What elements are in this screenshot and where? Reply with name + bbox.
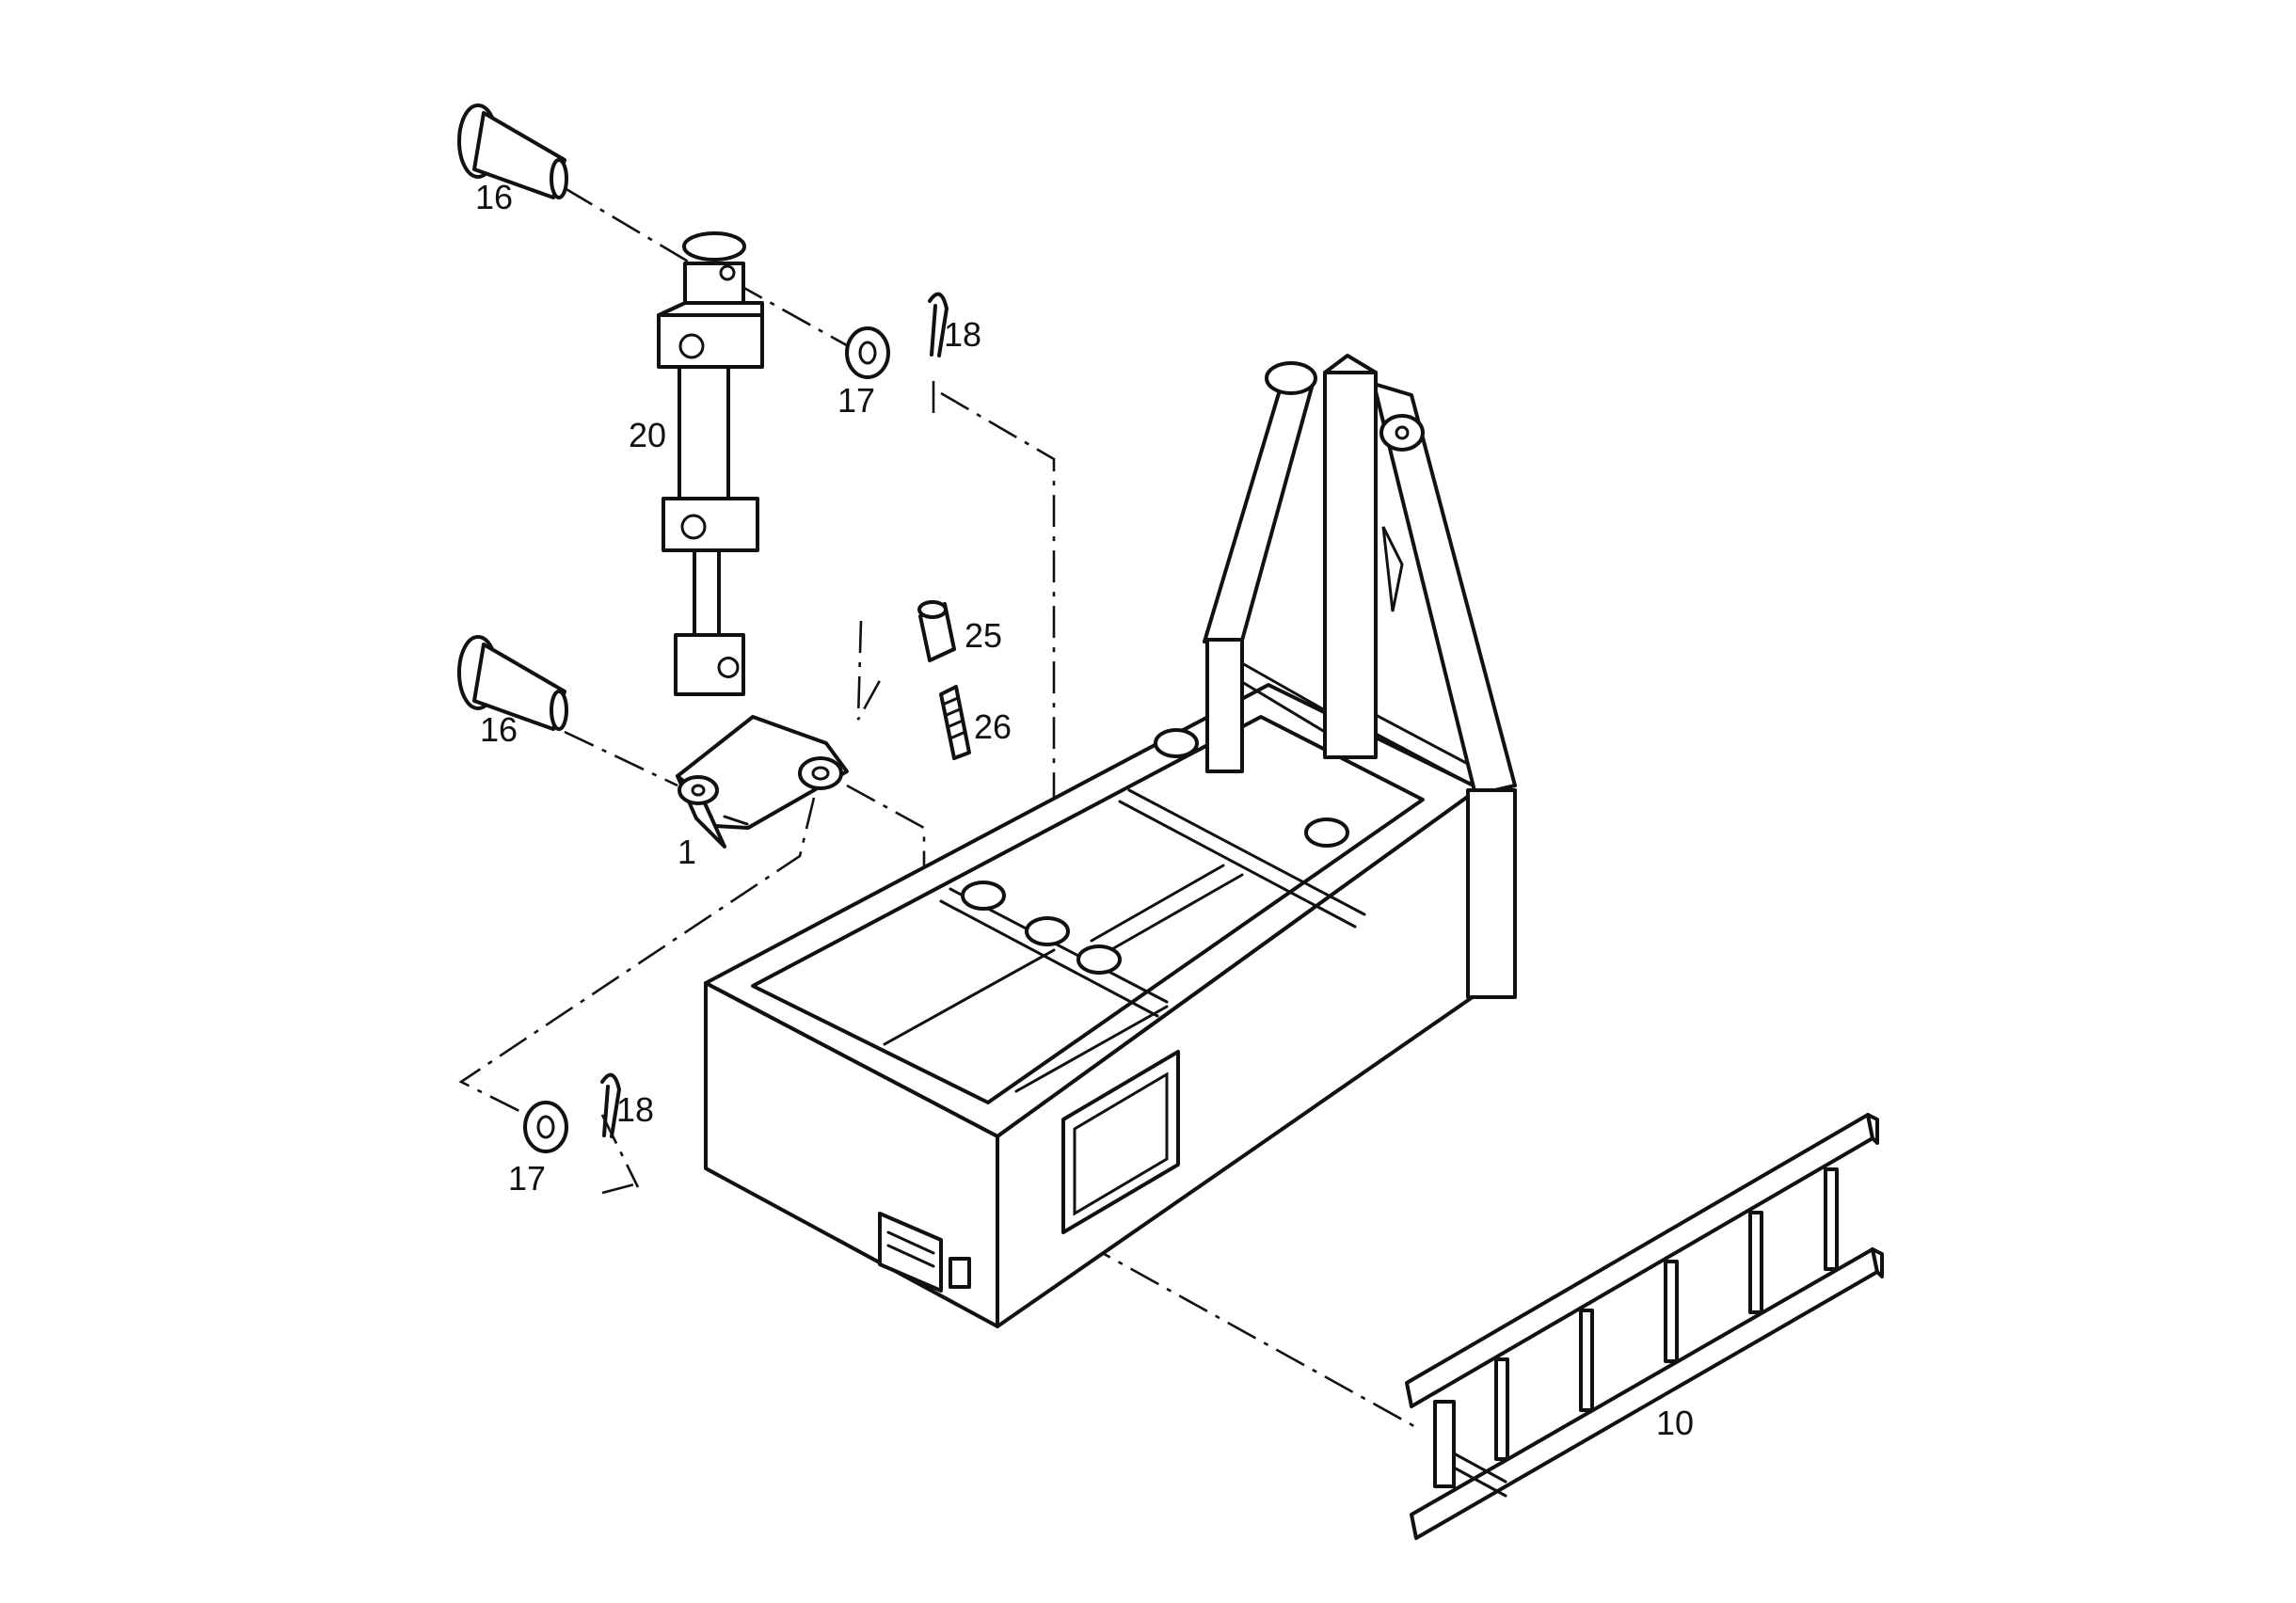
clevis-pin-lower: [457, 635, 568, 731]
mast-assembly: [1203, 354, 1517, 999]
callout-20: 20: [629, 416, 666, 454]
ladder-rail-bottom: [1410, 1247, 1879, 1540]
callout-26: 26: [974, 707, 1012, 746]
side-panel: [1061, 1050, 1180, 1234]
mount-pads: [961, 728, 1349, 975]
ladder: [1405, 1113, 1884, 1540]
callout-labels: 16 16 17 17 18 18 20 25 26 1 10: [475, 178, 1694, 1442]
callout-17-bottom: 17: [508, 1159, 546, 1198]
cotter-pin-bottom: [600, 1072, 621, 1138]
mast-left-leg: [1203, 373, 1315, 649]
callout-25: 25: [965, 616, 1002, 655]
hydraulic-cylinder: [657, 231, 764, 696]
spring: [939, 685, 971, 760]
clevis-bracket: [676, 715, 849, 849]
callout-17-top: 17: [837, 381, 875, 420]
mast-base-right: [1466, 788, 1517, 999]
callout-18-bottom: 18: [616, 1090, 654, 1129]
callout-16-top: 16: [475, 178, 513, 216]
ladder-rungs: [1494, 1167, 1839, 1461]
mast-center-post: [1323, 371, 1378, 759]
callout-18-top: 18: [944, 315, 981, 354]
callout-1: 1: [678, 833, 696, 871]
bushing: [917, 600, 956, 662]
washer-top: [845, 326, 890, 379]
cotter-pin-top: [928, 292, 949, 357]
washer-bottom: [523, 1101, 568, 1153]
mast-base-left: [1205, 638, 1244, 773]
callout-10: 10: [1656, 1404, 1694, 1442]
mast-right-leg: [1372, 382, 1517, 797]
clevis-pin-top: [457, 103, 568, 199]
frame-inner-opening: [751, 715, 1425, 1104]
ladder-rail-top: [1405, 1113, 1874, 1408]
callout-16-lower: 16: [480, 710, 518, 749]
base-frame: [704, 683, 1481, 1328]
name-plate: [878, 1212, 943, 1293]
